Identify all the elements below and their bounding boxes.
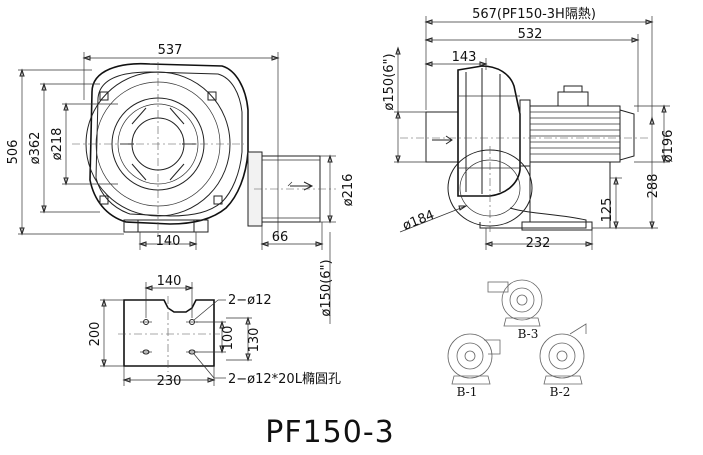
label-b2: B-2 [550,385,571,399]
dim-outer-dia: ø362 [28,132,43,165]
dim-inlet-size: ø150(6") [382,53,397,110]
dim-plate-width-bottom: 230 [157,374,182,389]
dim-hole-spacing-v: 100 [221,326,236,351]
front-view [72,62,336,236]
label-slots: 2−ø12*20L橢圓孔 [228,372,341,387]
dim-front-height: 506 [6,140,21,165]
side-view [400,65,650,232]
dim-inlet-offset: 143 [452,50,477,65]
dim-overall-length: 567(PF150-3H隔熱) [472,7,596,22]
side-view-dimensions: 567(PF150-3H隔熱) 532 143 ø150(6") ø196 28… [382,7,676,251]
orientation-b3 [487,279,543,327]
front-view-dimensions: 537 506 ø362 ø218 ø216 140 [6,43,356,324]
label-b1: B-1 [457,385,478,399]
base-plate-dimensions: 140 230 200 100 130 2−ø12 2−ø12*20L橢圓孔 [88,274,341,389]
dim-base-width: 140 [156,234,181,249]
label-b3: B-3 [518,327,539,341]
dim-hole-spacing-v2: 130 [247,328,262,353]
dim-plate-height: 200 [88,322,103,347]
dim-volute-dia: ø184 [401,208,437,234]
dim-outlet-dia: ø216 [341,174,356,207]
label-holes: 2−ø12 [228,293,272,308]
dim-inner-dia: ø218 [50,128,65,161]
base-plate [118,296,220,372]
dim-outlet-offset: 66 [272,230,289,245]
model-title: PF150-3 [265,415,395,450]
dim-outlet-size: ø150(6") [319,259,334,316]
orientation-b1 [447,333,501,385]
dim-base-length: 232 [526,236,551,251]
dim-center-height: 125 [600,198,615,223]
dim-motor-dia: ø196 [661,130,676,163]
dim-length: 532 [518,27,543,42]
dim-side-height: 288 [646,174,661,199]
orientation-b2 [539,323,587,385]
dim-front-width: 537 [158,43,183,58]
dim-plate-width-top: 140 [157,274,182,289]
